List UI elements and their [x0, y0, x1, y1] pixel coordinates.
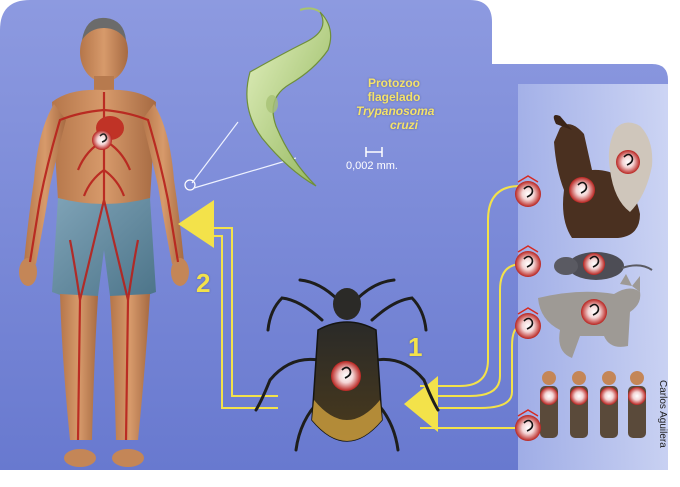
blood-cell	[515, 181, 541, 207]
protozoo-line1: Protozoo	[356, 76, 432, 90]
blood-cell	[515, 313, 541, 339]
step-1-label: 1	[408, 332, 422, 363]
scale-label: 0,002 mm.	[346, 160, 398, 172]
blood-cell	[515, 415, 541, 441]
step-2-label: 2	[196, 268, 210, 299]
blood-cell	[515, 251, 541, 277]
species-line2: cruzi	[356, 118, 432, 132]
protozoo-line2: flagelado	[356, 90, 432, 104]
protozoo-label: Protozoo flagelado Trypanosoma cruzi	[356, 76, 432, 132]
credit-label: Carlos Aguilera	[657, 380, 668, 448]
species-line1: Trypanosoma	[356, 104, 432, 118]
